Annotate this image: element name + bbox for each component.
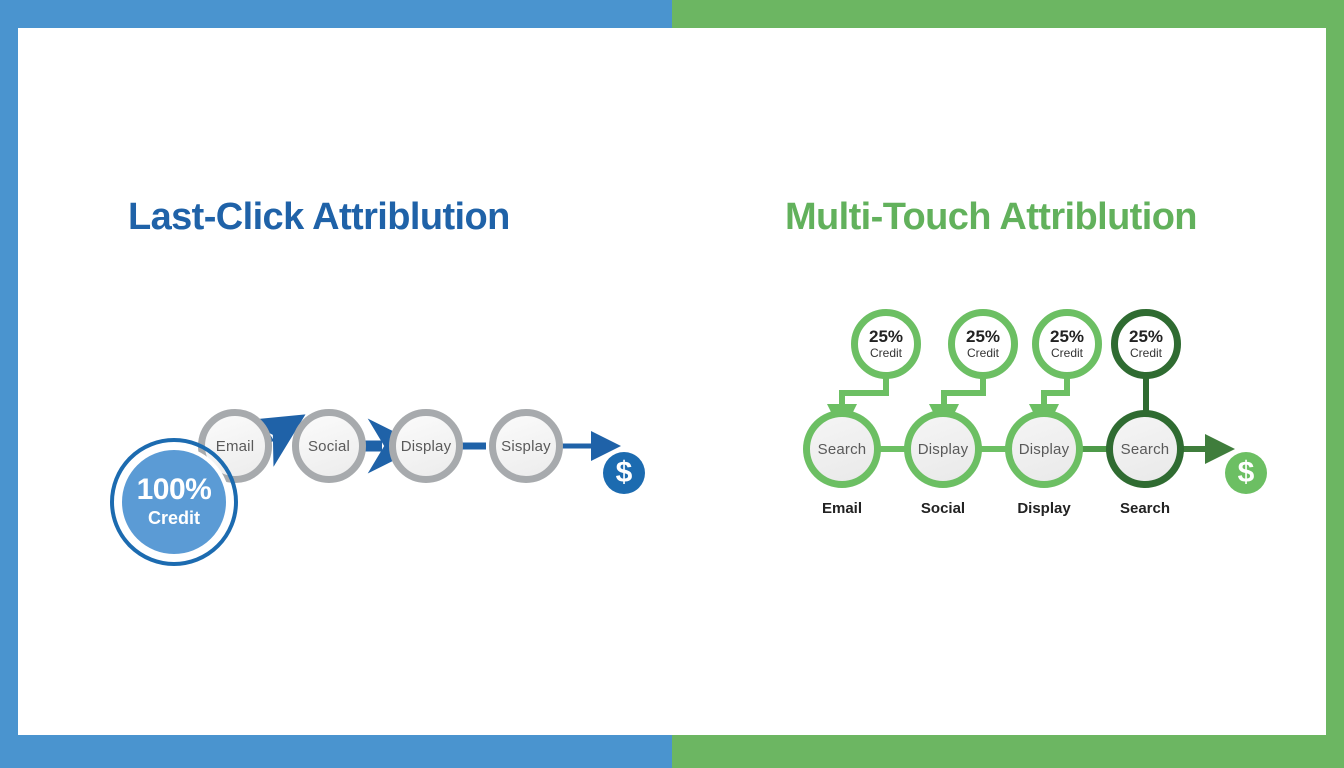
dollar-coin-icon: $ <box>603 452 645 494</box>
right-node-display-2[interactable]: Display <box>1005 410 1083 488</box>
credit-caption: Credit <box>147 508 200 528</box>
right-node-label: Display <box>917 440 969 458</box>
left-node-label: Display <box>400 437 452 455</box>
last-click-attribution-panel: Last-Click Attriblution Email <box>18 28 672 735</box>
right-node-search-1[interactable]: Search <box>803 410 881 488</box>
right-node-label: Search <box>1120 440 1170 458</box>
credit-badge-25-1[interactable]: 25% Credit <box>851 309 921 379</box>
left-node-sisplay[interactable]: Sisplay <box>489 409 563 483</box>
right-panel-title: Multi-Touch Attriblution <box>785 196 1198 238</box>
credit-badge-25-2[interactable]: 25% Credit <box>948 309 1018 379</box>
left-node-label: Social <box>307 437 351 455</box>
channel-caption-display: Display <box>1017 500 1071 517</box>
credit-caption: Credit <box>869 346 902 360</box>
credit-badge-25-4[interactable]: 25% Credit <box>1111 309 1181 379</box>
right-node-display-1[interactable]: Display <box>904 410 982 488</box>
left-node-label: Sisplay <box>501 437 551 455</box>
credit-caption: Credit <box>1050 346 1083 360</box>
credit-percent: 100% <box>136 473 212 506</box>
left-node-social[interactable]: Social <box>292 409 366 483</box>
channel-caption-search: Search <box>1119 500 1171 517</box>
left-node-display[interactable]: Display <box>389 409 463 483</box>
credit-percent: 25% <box>965 327 1001 346</box>
credit-percent: 25% <box>1049 327 1085 346</box>
right-node-search-2[interactable]: Search <box>1106 410 1184 488</box>
credit-badge-25-3[interactable]: 25% Credit <box>1032 309 1102 379</box>
channel-caption-email: Email <box>821 500 863 517</box>
right-flow-connectors <box>827 375 1235 464</box>
credit-badge-100[interactable]: 100% Credit <box>110 438 238 566</box>
right-node-label: Display <box>1018 440 1070 458</box>
channel-caption-social: Social <box>920 500 966 517</box>
credit-caption: Credit <box>1129 346 1162 360</box>
dollar-symbol: $ <box>615 456 633 489</box>
multi-touch-attribution-panel: Multi-Touch Attriblution <box>672 28 1326 735</box>
left-flow-connectors <box>193 414 621 488</box>
credit-caption: Credit <box>966 346 999 360</box>
credit-badge-inner: 100% Credit <box>118 446 230 558</box>
slide-card: Last-Click Attriblution Email <box>18 28 1326 735</box>
left-panel-title: Last-Click Attriblution <box>128 196 510 238</box>
dollar-symbol: $ <box>1237 456 1255 489</box>
left-node-label: Email <box>215 437 255 455</box>
right-node-label: Search <box>817 440 867 458</box>
dollar-coin-icon: $ <box>1225 452 1267 494</box>
credit-percent: 25% <box>868 327 904 346</box>
credit-percent: 25% <box>1128 327 1164 346</box>
